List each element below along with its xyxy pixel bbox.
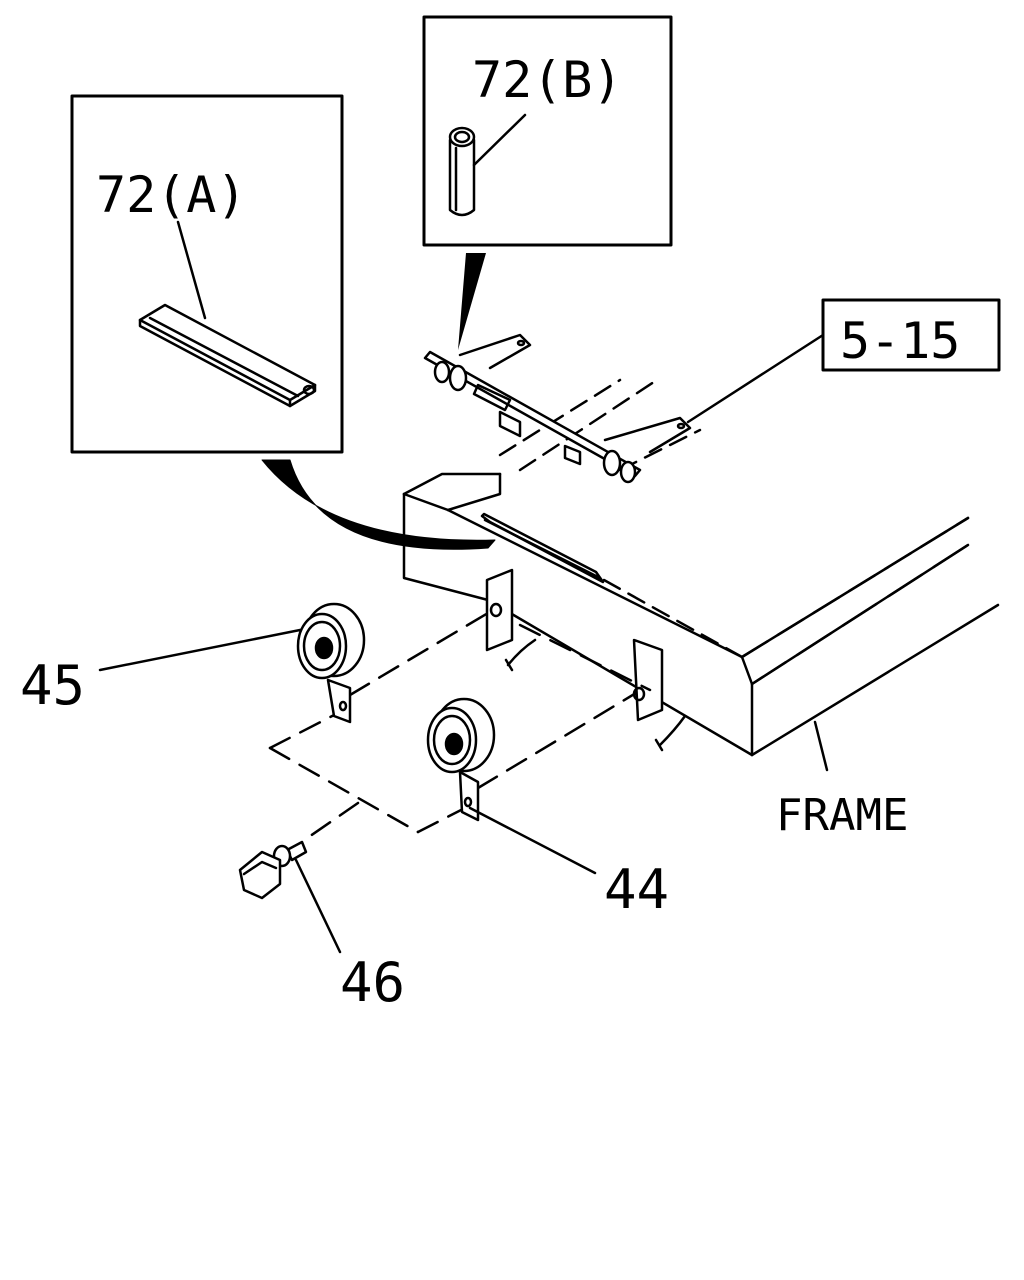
inset-a-box xyxy=(70,94,344,454)
leader-44 xyxy=(468,806,597,875)
horn-45-icon xyxy=(296,602,366,724)
leader-45 xyxy=(98,628,302,672)
label-44: 44 xyxy=(604,858,669,921)
horn-44-icon xyxy=(426,697,496,822)
hinge-rod-assembly xyxy=(423,333,692,484)
seal-strip-a-icon xyxy=(138,303,317,408)
pointer-curve-a xyxy=(261,459,496,550)
label-45: 45 xyxy=(20,654,85,717)
leader-frame xyxy=(813,720,829,772)
assembly-lines xyxy=(268,608,652,843)
leader-46 xyxy=(294,858,342,954)
label-5-15: 5-15 xyxy=(840,312,960,370)
label-46: 46 xyxy=(340,951,405,1014)
bolt-46-icon xyxy=(238,840,308,900)
mount-bracket-left xyxy=(485,568,537,672)
leader-5-15 xyxy=(686,333,825,424)
mount-bracket-right xyxy=(632,638,687,752)
inset-b-box xyxy=(422,15,673,247)
leader-72a xyxy=(176,220,207,320)
pointer-wedge-b xyxy=(458,253,486,350)
label-72a: 72(A) xyxy=(96,166,247,224)
frame-outline xyxy=(402,376,1000,757)
seal-tube-b-icon xyxy=(448,126,476,217)
label-72b: 72(B) xyxy=(472,51,623,109)
label-frame: FRAME xyxy=(776,790,908,841)
leader-72b xyxy=(472,113,527,167)
